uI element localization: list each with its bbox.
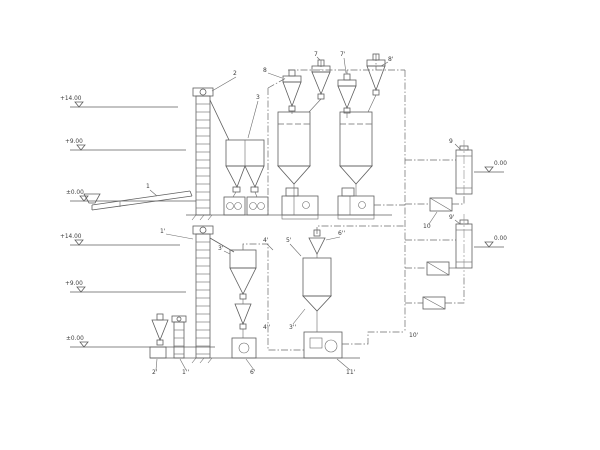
bucket-elevator-1-prime bbox=[192, 225, 235, 359]
elevation-label: +9.00 bbox=[65, 281, 83, 287]
cyclone-7-prime bbox=[337, 73, 357, 118]
bin-3-doubleprime bbox=[302, 257, 332, 332]
label-text: 6'' bbox=[338, 230, 345, 237]
feeder-cyclone bbox=[308, 229, 326, 258]
machine-6-prime bbox=[231, 337, 257, 359]
cyclone-8 bbox=[282, 69, 302, 114]
label-text: 1 bbox=[146, 183, 150, 190]
roller-mill-pair bbox=[223, 196, 269, 216]
bin-left bbox=[277, 111, 311, 196]
equipment-label: 8 bbox=[263, 67, 283, 79]
elevation-marker: +9.00 bbox=[65, 281, 86, 293]
aspiration-duct-bottom bbox=[242, 225, 405, 351]
elevation-marker: ±0.00 bbox=[66, 336, 89, 348]
label-text: 3'' bbox=[289, 324, 296, 331]
intake-conveyor bbox=[83, 190, 193, 211]
aspiration-duct-network bbox=[267, 54, 465, 332]
label-text: 1'' bbox=[182, 369, 189, 376]
label-text: 7 bbox=[314, 51, 318, 58]
equipment-label: 9 bbox=[449, 138, 461, 150]
elevation-label: 0.00 bbox=[494, 236, 507, 242]
label-text: 8 bbox=[263, 67, 267, 74]
label-text: 11' bbox=[346, 369, 356, 376]
cyclone-7 bbox=[308, 59, 331, 113]
cyclone-8-prime bbox=[366, 53, 386, 113]
equipment-label: 1 bbox=[146, 183, 158, 197]
equipment-label: 5' bbox=[286, 237, 302, 257]
machine-11-prime bbox=[303, 331, 343, 359]
vessel-9 bbox=[455, 140, 473, 202]
equipment-label: 6' bbox=[245, 358, 256, 376]
elevation-lines-bottom bbox=[70, 244, 360, 359]
equipment-label: 3'' bbox=[289, 308, 306, 331]
label-text: 9 bbox=[449, 138, 453, 145]
ground-hatch bbox=[191, 214, 213, 364]
equipment-label: 6'' bbox=[325, 230, 345, 241]
label-text: 7' bbox=[340, 51, 346, 58]
equipment-label: 3 bbox=[247, 94, 260, 139]
label-text: 4'' bbox=[263, 324, 270, 331]
elevation-marker: 0.00 bbox=[474, 236, 507, 248]
fan-box-b bbox=[426, 261, 450, 276]
label-text: 10 bbox=[423, 223, 431, 230]
bucket-elevator-2 bbox=[192, 87, 230, 216]
label-text: 2 bbox=[233, 70, 237, 77]
elevation-label: +14.00 bbox=[60, 234, 82, 240]
cleaner-cyclone bbox=[149, 313, 169, 359]
label-text: 3 bbox=[256, 94, 260, 101]
vessel-9-prime bbox=[455, 214, 473, 276]
label-text: 5' bbox=[286, 237, 292, 244]
equipment-label: 7 bbox=[314, 51, 321, 61]
equipment-label: 1' bbox=[160, 228, 194, 240]
equipment-label: 8' bbox=[380, 56, 394, 67]
cyclone-3-prime bbox=[229, 249, 257, 338]
fan-box-c bbox=[422, 296, 446, 310]
elevation-label: ±0.00 bbox=[66, 336, 84, 342]
equipment-label: 10 bbox=[423, 211, 438, 230]
fan-box-a bbox=[429, 197, 453, 212]
machine-right bbox=[337, 187, 375, 220]
label-text: 2' bbox=[152, 369, 158, 376]
bin-right bbox=[339, 111, 373, 196]
surge-hopper-3 bbox=[225, 139, 265, 198]
label-text: 3' bbox=[218, 245, 224, 252]
elevation-label: +14.00 bbox=[60, 96, 82, 102]
mini-elevator bbox=[171, 315, 187, 359]
elevation-label: 0.00 bbox=[494, 161, 507, 167]
equipment-label: 9' bbox=[449, 214, 461, 225]
equipment-label: 10' bbox=[409, 332, 419, 339]
elevation-marker: ±0.00 bbox=[66, 190, 89, 202]
equipment-label: 7' bbox=[340, 51, 347, 74]
elevation-marker: 0.00 bbox=[474, 161, 507, 173]
elevation-label: ±0.00 bbox=[66, 190, 84, 196]
equipment-label: 3' bbox=[218, 245, 231, 255]
label-text: 6' bbox=[250, 369, 256, 376]
elevation-label: +9.00 bbox=[65, 139, 83, 145]
elevation-marker: +14.00 bbox=[60, 234, 84, 246]
label-text: 10' bbox=[409, 332, 419, 339]
machine-left bbox=[281, 187, 319, 220]
label-text: 4' bbox=[263, 237, 269, 244]
equipment-label: 2' bbox=[152, 358, 158, 376]
label-text: 8' bbox=[388, 56, 394, 63]
equipment-label: 11' bbox=[336, 358, 356, 376]
elevation-lines-top bbox=[70, 106, 392, 216]
equipment-label: 1'' bbox=[179, 358, 189, 376]
elevation-marker: +9.00 bbox=[65, 139, 86, 151]
elevation-marker: +14.00 bbox=[60, 96, 84, 108]
label-text: 1' bbox=[160, 228, 166, 235]
equipment-label: 4'' bbox=[263, 324, 270, 331]
label-text: 9' bbox=[449, 214, 455, 221]
equipment-label: 2 bbox=[211, 70, 237, 92]
